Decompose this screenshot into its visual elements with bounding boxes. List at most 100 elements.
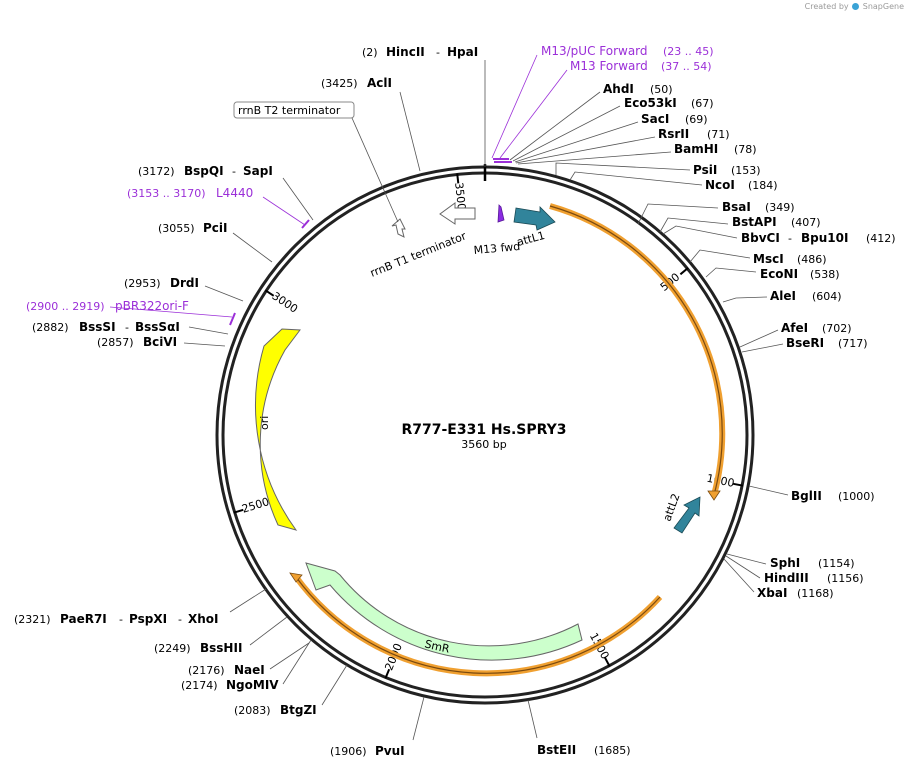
leader-bbvci (662, 225, 738, 239)
site-pcii[interactable]: (3055) PciI (158, 217, 228, 236)
site-bbvci[interactable]: BbvCI - Bpu10I (412) (741, 227, 896, 246)
rrnb-t1-feature[interactable] (439, 202, 476, 225)
scale-tick-label: 2500 (240, 495, 271, 516)
orf-arc-1-arrowhead (707, 490, 721, 501)
leader-econi (705, 267, 757, 278)
attl2-feature[interactable] (673, 496, 701, 534)
ori-feature[interactable] (255, 328, 301, 531)
site-drdi[interactable]: (2953) DrdI (124, 272, 199, 291)
orf-arc-2-arrowhead (289, 572, 303, 583)
site-eco53ki[interactable]: Eco53kI (67) (624, 92, 714, 111)
site-btgzi[interactable]: (2083) BtgZI (234, 699, 317, 718)
site-hindiii[interactable]: HindIII (1156) (764, 567, 864, 586)
leader-acli (399, 91, 421, 172)
site-labels: (2) HincII - HpaI (3425) AclI M13/pUC Fo… (14, 40, 896, 759)
leader-bsssi (188, 326, 229, 335)
credit-brand: SnapGene (862, 2, 904, 11)
credit-prefix: Created by (804, 2, 849, 11)
snapgene-logo-icon (852, 3, 860, 10)
map-title: R777-E331 Hs.SPRY3 (401, 422, 566, 438)
leader-ncoi (569, 171, 703, 186)
leader-bamhi (517, 151, 672, 165)
leader-bsshii (249, 616, 288, 646)
primer-mark-pbr322 (229, 312, 236, 326)
scale-tick (456, 173, 460, 184)
leader-naei (269, 642, 310, 670)
leader-pvui (412, 696, 425, 741)
site-psii[interactable]: PsiI (153) (693, 159, 761, 178)
site-bstapi[interactable]: BstAPI (407) (732, 211, 821, 230)
leader-saci (514, 121, 639, 163)
scale-tick (604, 657, 611, 667)
site-pvui[interactable]: (1906) PvuI (330, 740, 405, 759)
leader-bsai (637, 203, 719, 225)
site-econi[interactable]: EcoNI (538) (760, 263, 840, 282)
site-naei[interactable]: (2176) NaeI (188, 659, 265, 678)
rrnb-t2-label: rrnB T2 terminator (238, 104, 341, 117)
leader-bglii (748, 485, 789, 496)
leader-bstapi (659, 217, 729, 233)
leader-ahdi (509, 91, 601, 161)
smr-feature[interactable] (305, 562, 583, 661)
attl2-label: attL2 (661, 492, 683, 523)
primer-pbr322[interactable]: (2900 .. 2919) pBR322ori-F (26, 295, 189, 314)
primer-m13puc[interactable]: M13/pUC Forward (23 .. 45) (541, 40, 714, 59)
site-ahdi[interactable]: AhdI (50) (603, 78, 673, 97)
primer-m13fwd[interactable]: M13 Forward (37 .. 54) (570, 55, 712, 74)
m13-fwd-feature[interactable] (497, 204, 505, 223)
orf-arc-2-core (295, 576, 661, 674)
primer-l4440[interactable]: (3153 .. 3170) L4440 (127, 182, 253, 201)
primer-marks-top (493, 158, 512, 163)
leader-pcii (232, 232, 273, 263)
scale-tick (733, 482, 744, 487)
site-ngomiv[interactable]: (2174) NgoMIV (181, 674, 279, 693)
leader-eco53ki (512, 105, 621, 162)
leader-bspqi (282, 177, 314, 221)
site-ncoi[interactable]: NcoI (184) (705, 174, 778, 193)
site-bamhi[interactable]: BamHI (78) (674, 138, 757, 157)
site-bsshii[interactable]: (2249) BssHII (154, 637, 242, 656)
site-hincii[interactable]: (2) HincII - HpaI (362, 41, 478, 60)
site-bspqi[interactable]: (3172) BspQI - SapI (138, 160, 273, 179)
leader-m13puc (491, 54, 538, 159)
site-msci[interactable]: MscI (486) (753, 248, 827, 267)
site-paer7i[interactable]: (2321) PaeR7I - PspXI - XhoI (14, 608, 219, 627)
leader-xbai (723, 558, 755, 593)
site-bsteii[interactable]: BstEII (1685) (537, 739, 631, 758)
snapgene-credit: Created by SnapGene (805, 2, 904, 11)
leader-bsteii (527, 699, 538, 739)
site-bglii[interactable]: BglII (1000) (791, 485, 875, 504)
leader-alei (722, 296, 768, 303)
site-sphi[interactable]: SphI (1154) (770, 552, 855, 571)
leader-drdi (204, 285, 244, 302)
leader-m13fwd (499, 69, 568, 159)
site-acli[interactable]: (3425) AclI (321, 72, 392, 91)
map-length: 3560 bp (461, 438, 506, 451)
site-rsrii[interactable]: RsrII (71) (658, 123, 730, 142)
site-bcivi[interactable]: (2857) BciVI (97, 331, 177, 350)
scale-tick (679, 267, 689, 276)
leader-afei (739, 329, 779, 348)
site-bseri[interactable]: BseRI (717) (786, 332, 868, 351)
rrnb-t2-leader (351, 117, 399, 223)
site-afei[interactable]: AfeI (702) (781, 317, 852, 336)
leader-btgzi (321, 664, 348, 706)
scale-tick-label: 3000 (270, 289, 301, 315)
site-alei[interactable]: AleI (604) (770, 285, 842, 304)
primer-mark-l4440 (301, 219, 310, 229)
site-bsssi[interactable]: (2882) BssSI - BssSαI (32, 316, 180, 335)
smr-label: SmR (423, 637, 451, 655)
rrnb-t2-feature[interactable] (391, 218, 406, 238)
site-bsai[interactable]: BsaI (349) (722, 196, 795, 215)
attl1-feature[interactable] (513, 206, 556, 231)
m13-fwd-label: M13 fwd (473, 240, 521, 257)
site-xbai[interactable]: XbaI (1168) (757, 582, 834, 601)
leader-msci (689, 249, 751, 263)
orf-arc-1-core (549, 205, 723, 496)
scale-tick (264, 289, 275, 297)
leader-bcivi (183, 342, 226, 347)
leader-rsrii (515, 136, 656, 164)
site-saci[interactable]: SacI (69) (641, 108, 708, 127)
